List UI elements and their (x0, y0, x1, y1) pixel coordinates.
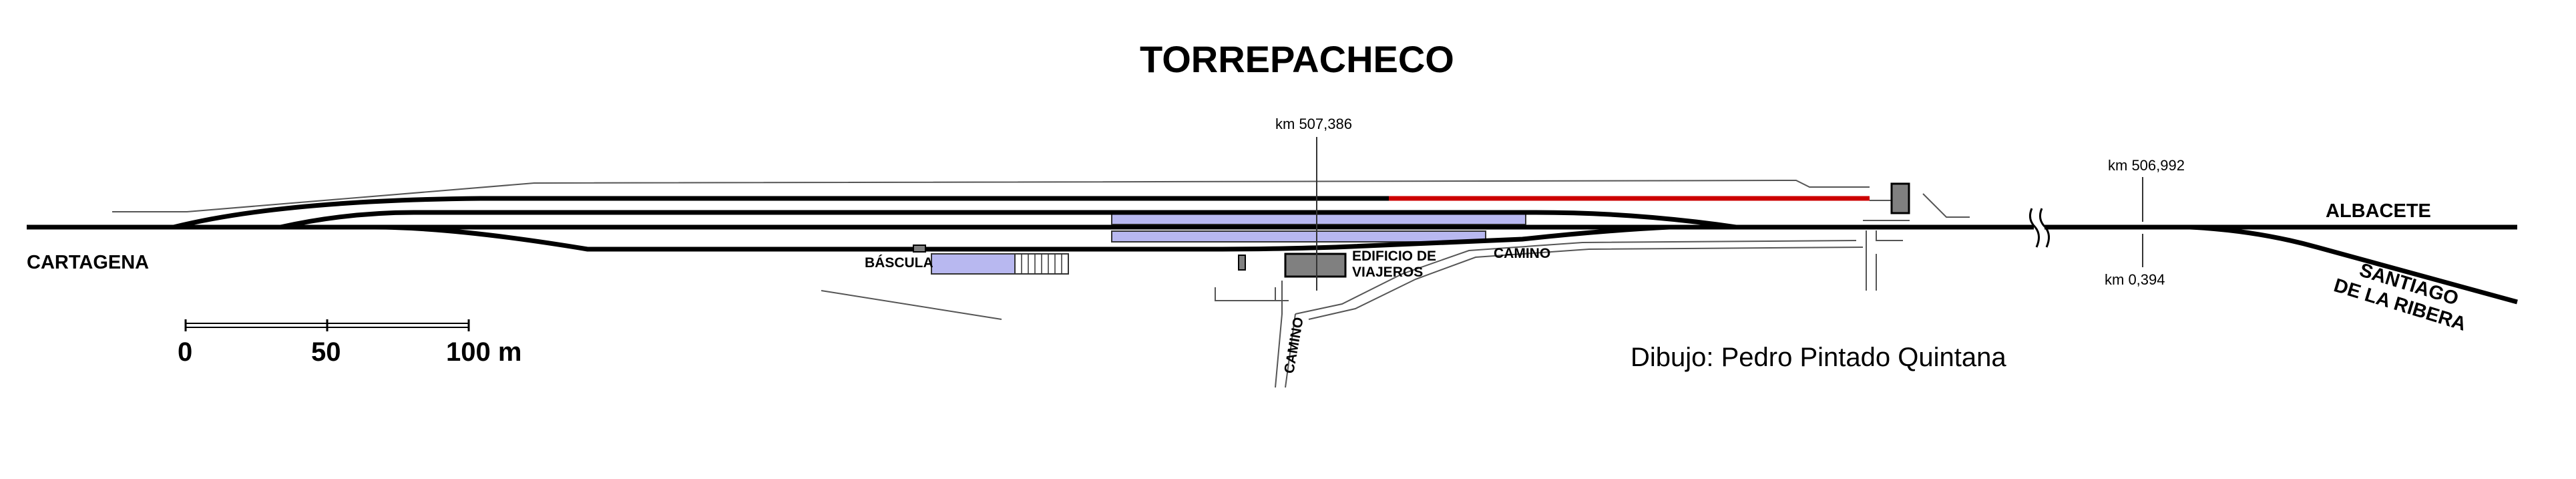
camino-down-left-edge (1275, 281, 1283, 388)
siding-lower (373, 224, 1670, 252)
label-camino-right: CAMINO (1494, 246, 1550, 261)
branch-track-santiago (2189, 224, 2518, 305)
right-shed-fence (1922, 193, 1970, 218)
label-station-building-1: EDIFICIO DE (1352, 249, 1436, 264)
km-label-station: km 507,386 (1275, 116, 1352, 132)
label-camino-down: CAMINO (1281, 316, 1306, 375)
boundary-lines (112, 179, 1896, 320)
weighbridge-hatching (1021, 254, 1062, 274)
tracks (27, 196, 2518, 305)
scale-label-50: 50 (311, 337, 341, 367)
scale-bar: 0 50 100 m (178, 319, 521, 367)
km-markers (1316, 137, 2143, 291)
km-label-junction-main: km 506,992 (2108, 157, 2185, 174)
lower-left-fence (821, 290, 1002, 320)
place-santiago-group: SANTIAGO DE LA RIBERA (2332, 259, 2469, 335)
shed-right (1890, 182, 1910, 214)
camino-right-lower-edge (1308, 247, 1864, 320)
right-road-top (1876, 230, 1903, 241)
weighbridge-hut (913, 245, 926, 253)
scale-label-100: 100 m (446, 337, 521, 367)
siding-upper-1 (173, 196, 1389, 230)
place-cartagena: CARTAGENA (27, 252, 149, 273)
track-break-symbol (2028, 208, 2050, 248)
camino-roads (1275, 193, 1970, 388)
upper-boundary-line (112, 179, 1870, 212)
buildings (913, 182, 1910, 278)
weighbridge-structure (1014, 253, 1069, 275)
camino-down-right-edge (1285, 313, 1296, 388)
small-hut (1238, 255, 1246, 271)
platform-main-upper (1111, 213, 1526, 225)
station-building (1284, 253, 1347, 278)
place-albacete: ALBACETE (2326, 200, 2431, 222)
scale-label-0: 0 (178, 337, 192, 367)
platform-main-lower (1111, 230, 1486, 243)
camino-right-upper-edge (1295, 240, 1857, 315)
platform-weighbridge (931, 253, 1016, 275)
siding-upper-2 (280, 210, 1737, 230)
diagram-title: TORREPACHECO (1140, 38, 1454, 80)
label-station-building-2: VIAJEROS (1352, 265, 1423, 280)
label-weighbridge: BÁSCULA (865, 255, 933, 271)
drawing-credit: Dibujo: Pedro Pintado Quintana (1631, 343, 2006, 372)
left-building-outline (1215, 287, 1289, 301)
km-label-junction-branch: km 0,394 (2105, 271, 2165, 288)
